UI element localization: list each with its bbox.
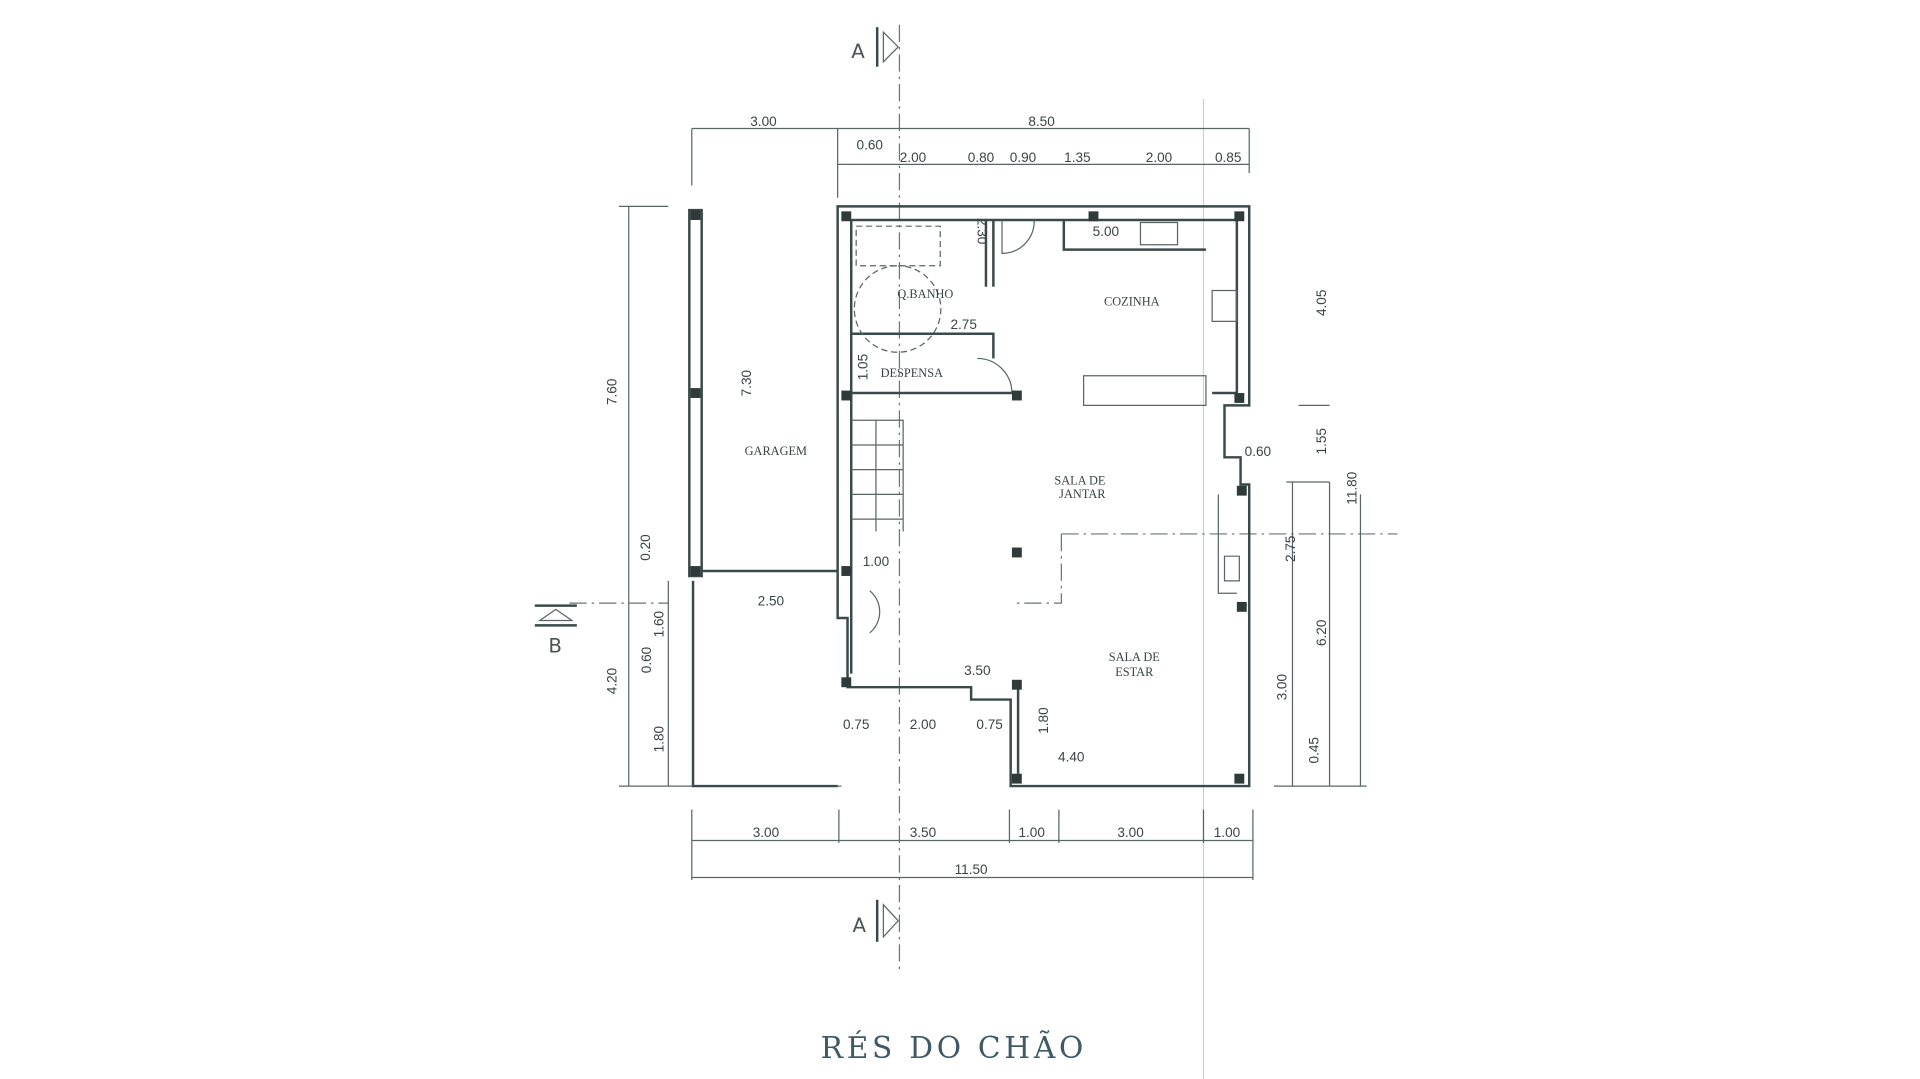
section-label-b: B bbox=[548, 635, 562, 658]
dim-label: 0.85 bbox=[1215, 150, 1241, 165]
walls bbox=[688, 205, 1251, 788]
dim-label: 11.50 bbox=[955, 862, 988, 877]
dim-label: 0.60 bbox=[639, 646, 654, 673]
dim-label: 3.00 bbox=[750, 114, 777, 129]
dim-label: 1.00 bbox=[863, 554, 890, 569]
dim-label: 2.00 bbox=[1146, 150, 1173, 165]
dim-label: 4.05 bbox=[1314, 290, 1329, 316]
dim-label: 3.50 bbox=[910, 825, 937, 840]
dim-label: 8.50 bbox=[1028, 114, 1055, 129]
room-living-line2: ESTAR bbox=[1115, 665, 1154, 679]
drawing-title: RÉS DO CHÃO bbox=[821, 1030, 1087, 1065]
room-pantry: DESPENSA bbox=[881, 366, 944, 380]
dim-label: 1.35 bbox=[1064, 150, 1090, 165]
section-mark-b: B bbox=[534, 604, 577, 658]
dim-label: 7.30 bbox=[739, 369, 754, 396]
dim-label: 2.75 bbox=[1283, 536, 1298, 562]
room-living-line1: SALA DE bbox=[1109, 650, 1160, 664]
dim-label: 6.20 bbox=[1314, 619, 1329, 646]
dim-label: 1.00 bbox=[1214, 825, 1241, 840]
dimension-labels: 3.00 8.50 0.60 2.00 0.80 0.90 1.35 2.00 … bbox=[604, 114, 1359, 877]
dim-label: 0.20 bbox=[638, 534, 653, 561]
dim-label: 0.60 bbox=[857, 138, 884, 153]
dim-label: 0.90 bbox=[1010, 150, 1037, 165]
section-helper bbox=[532, 534, 1397, 603]
dim-label: 11.80 bbox=[1345, 471, 1360, 504]
dim-label: 2.00 bbox=[910, 717, 937, 732]
dim-label: 0.45 bbox=[1306, 737, 1321, 763]
dim-label: 3.00 bbox=[753, 825, 780, 840]
room-garage: GARAGEM bbox=[745, 444, 807, 458]
dim-label: 3.50 bbox=[964, 663, 991, 678]
room-dining-line1: SALA DE bbox=[1054, 473, 1105, 487]
room-dining-line2: JANTAR bbox=[1059, 487, 1106, 501]
room-kitchen: COZINHA bbox=[1104, 294, 1160, 308]
section-label-a-top: A bbox=[851, 40, 865, 63]
room-labels: Q.BANHO COZINHA DESPENSA GARAGEM SALA DE… bbox=[745, 287, 1160, 679]
dim-label: 1.05 bbox=[855, 354, 870, 380]
dim-label: 2.00 bbox=[900, 150, 927, 165]
dimension-lines bbox=[618, 98, 1367, 1079]
dim-label: 0.75 bbox=[976, 717, 1002, 732]
section-line-b bbox=[569, 533, 1398, 604]
dim-label: 1.80 bbox=[651, 725, 666, 752]
dim-label: 2.75 bbox=[950, 317, 976, 332]
dim-label: 0.75 bbox=[843, 717, 869, 732]
dim-label: 1.55 bbox=[1314, 428, 1329, 454]
section-mark-a-top: A bbox=[851, 27, 900, 67]
dim-label: 0.80 bbox=[968, 150, 995, 165]
dim-label: 4.20 bbox=[604, 667, 619, 694]
dim-label: 1.80 bbox=[1036, 707, 1051, 734]
section-mark-a-bottom: A bbox=[852, 899, 900, 942]
dim-label: 2.50 bbox=[758, 594, 785, 609]
dim-label: 5.00 bbox=[1093, 224, 1120, 239]
dim-label: 0.60 bbox=[1245, 444, 1272, 459]
dim-label: 1.00 bbox=[1018, 825, 1045, 840]
dim-label: 2.30 bbox=[974, 218, 989, 245]
dim-label: 4.40 bbox=[1058, 749, 1085, 764]
room-bathroom: Q.BANHO bbox=[897, 287, 953, 301]
dim-label: 7.60 bbox=[604, 378, 619, 405]
dim-label: 3.00 bbox=[1274, 674, 1289, 701]
dim-label: 3.00 bbox=[1117, 825, 1144, 840]
dim-label: 1.60 bbox=[651, 611, 666, 638]
section-label-a-bottom: A bbox=[852, 914, 866, 937]
